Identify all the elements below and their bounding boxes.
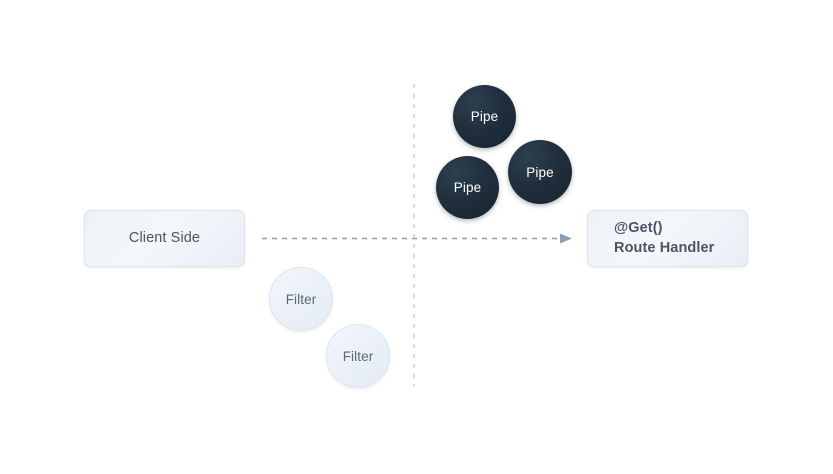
client-side-label: Client Side <box>128 229 201 246</box>
pipe-node[interactable]: Pipe <box>508 140 572 204</box>
route-handler-decorator-label: @Get() <box>614 219 663 236</box>
pipe-label: Pipe <box>453 180 482 195</box>
pipe-node[interactable]: Pipe <box>453 85 516 148</box>
filter-label: Filter <box>342 348 374 364</box>
pipe-node[interactable]: Pipe <box>436 156 499 219</box>
pipe-label: Pipe <box>470 109 499 124</box>
client-side-box[interactable]: Client Side <box>84 210 245 267</box>
route-handler-box[interactable]: @Get() Route Handler <box>587 210 748 267</box>
vertical-divider-icon <box>413 84 415 386</box>
route-handler-title-label: Route Handler <box>614 239 715 256</box>
flow-arrow-icon <box>262 233 572 244</box>
filter-node[interactable]: Filter <box>269 267 333 331</box>
filter-node[interactable]: Filter <box>326 324 390 388</box>
filter-label: Filter <box>285 291 317 307</box>
route-handler-label-group: @Get() Route Handler <box>614 219 714 258</box>
pipe-label: Pipe <box>526 164 554 180</box>
